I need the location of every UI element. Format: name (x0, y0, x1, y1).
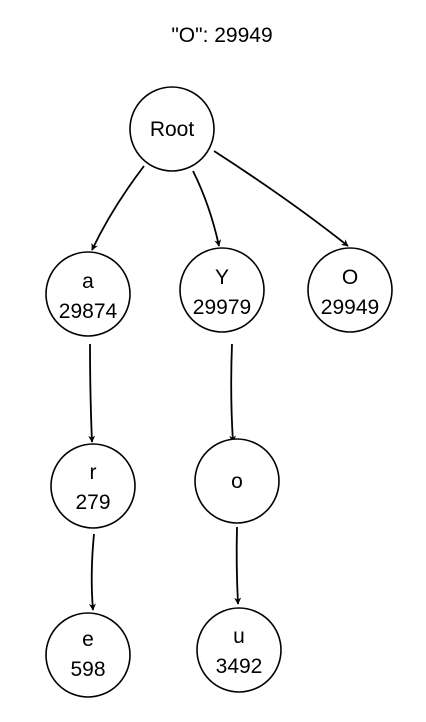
node-circle (179, 247, 265, 333)
edge-root-O (213, 150, 349, 247)
node-circle (50, 443, 136, 529)
node-u: u 3492 (196, 607, 282, 693)
node-r: r 279 (50, 443, 136, 529)
node-count: 598 (70, 658, 105, 681)
node-o: o (194, 438, 280, 524)
node-circle (45, 612, 131, 698)
node-count: 279 (75, 491, 110, 514)
edge-o-u (234, 526, 242, 605)
node-Y: Y 29979 (179, 247, 265, 333)
edge-a-r (88, 343, 96, 443)
node-count: 29979 (193, 296, 251, 319)
node-e: e 598 (45, 612, 131, 698)
node-count: 3492 (216, 655, 263, 678)
node-O: O 29949 (307, 247, 393, 333)
edge-Y-o (229, 343, 237, 443)
edge-root-a (91, 165, 145, 251)
node-circle (196, 607, 282, 693)
edge-r-e (88, 533, 96, 611)
node-label: Root (150, 118, 195, 141)
node-circle (194, 438, 280, 524)
node-circle (45, 251, 131, 337)
node-label: Y (215, 266, 229, 289)
node-count: 29874 (59, 300, 118, 323)
node-label: u (233, 625, 245, 648)
node-label: r (90, 461, 97, 484)
diagram-title: "O": 29949 (171, 24, 272, 47)
edges (88, 150, 349, 611)
edge-root-Y (192, 170, 222, 247)
node-count: 29949 (321, 296, 379, 319)
node-a: a 29874 (45, 251, 131, 337)
node-label: e (82, 628, 94, 651)
node-circle (129, 86, 215, 172)
node-label: o (231, 470, 243, 493)
node-label: a (82, 270, 94, 293)
node-circle (307, 247, 393, 333)
node-label: O (342, 266, 358, 289)
node-root: Root (129, 86, 215, 172)
